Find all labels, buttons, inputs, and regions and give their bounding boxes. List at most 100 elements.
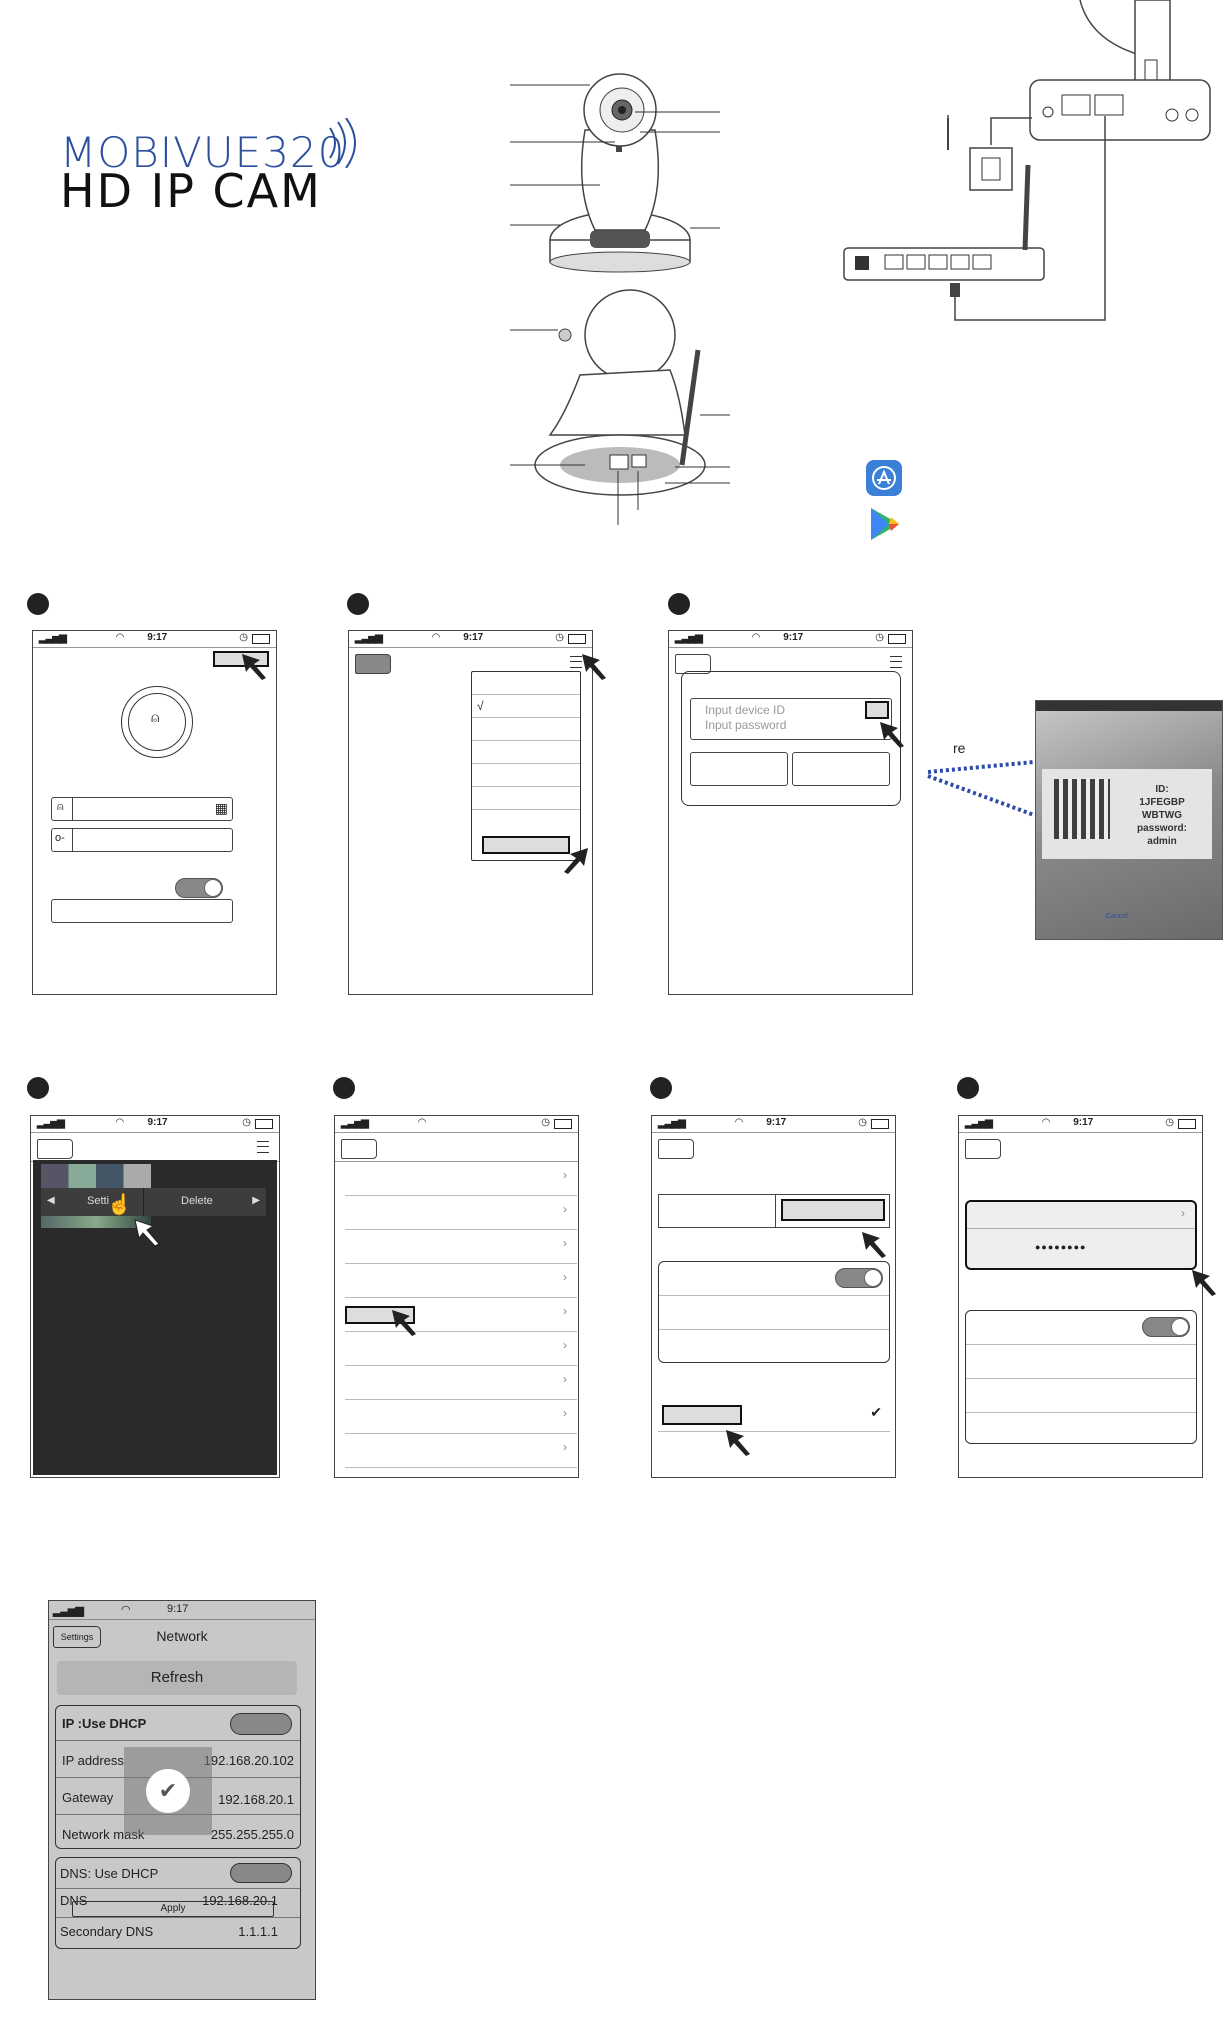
- back-button[interactable]: Settings: [53, 1626, 101, 1648]
- menu-icon[interactable]: [257, 1141, 269, 1153]
- network-screen: ▂▃▅▆ ◠ 9:17 Settings Network Refresh IP …: [48, 1600, 316, 2000]
- page-title: Network: [156, 1628, 208, 1644]
- dns-group: DNS: Use DHCP DNS 192.168.20.1 Apply Sec…: [55, 1857, 301, 1949]
- password-input[interactable]: Input password: [705, 718, 787, 732]
- wifi-icon: ◠: [115, 1117, 125, 1128]
- wifi-icon: ◠: [1041, 1117, 1051, 1128]
- signal-icon: ▂▃▅▆: [965, 1118, 993, 1129]
- avatar: ⍝: [121, 686, 193, 758]
- network-settings-item[interactable]: ›: [345, 1298, 577, 1332]
- battery-icon: [255, 1119, 273, 1129]
- device-form: Input device ID Input password: [681, 671, 901, 806]
- app-store-icon[interactable]: [866, 460, 902, 496]
- alarm-icon: ◷: [541, 1117, 550, 1128]
- menu-screen: ▂▃▅▆ ◠ 9:17 ◷ √: [348, 630, 593, 995]
- qr-cancel[interactable]: Cancel: [1106, 913, 1128, 920]
- status-time: 9:17: [783, 632, 804, 643]
- network-item[interactable]: ✔: [658, 1401, 890, 1432]
- segment-left[interactable]: [659, 1195, 776, 1227]
- back-button[interactable]: [675, 654, 711, 674]
- add-camera-item[interactable]: [482, 836, 570, 854]
- wifi-options-group: [658, 1261, 890, 1363]
- wifi-toggle[interactable]: [835, 1268, 883, 1288]
- gateway-value[interactable]: 192.168.20.1: [218, 1792, 294, 1807]
- ip-address-label: IP address: [62, 1753, 124, 1768]
- secondary-dns-value[interactable]: 1.1.1.1: [238, 1924, 278, 1939]
- dns-value[interactable]: 192.168.20.1: [202, 1893, 278, 1908]
- battery-icon: [554, 1119, 572, 1129]
- qr-code-icon[interactable]: ▦: [214, 800, 228, 816]
- wifi-icon: ◠: [115, 632, 125, 643]
- login-screen: ▂▃▅▆ ◠ 9:17 ◷ ⍝ ⍝ ▦ o-: [32, 630, 277, 995]
- signal-icon: ▂▃▅▆: [658, 1118, 686, 1129]
- network-list: ✔: [658, 1401, 890, 1462]
- user-icon: ⍝: [151, 709, 160, 725]
- dropdown-menu: √: [471, 671, 581, 861]
- qr-password-label: password:: [1136, 823, 1187, 834]
- secondary-dns-label: Secondary DNS: [60, 1924, 154, 1939]
- status-bar: ▂▃▅▆ ◠ 9:17 ◷: [669, 631, 912, 648]
- wifi-password-field[interactable]: › ●●●●●●●●: [965, 1200, 1197, 1270]
- dotted-connector: [927, 760, 1035, 817]
- pointer-arrow-icon: [564, 848, 588, 874]
- back-button[interactable]: [355, 654, 391, 674]
- nav-bar: Settings Network: [49, 1620, 315, 1654]
- scan-qr-button[interactable]: [865, 701, 889, 719]
- back-button[interactable]: [37, 1139, 73, 1159]
- status-time: 9:17: [167, 1603, 189, 1615]
- step-marker: [27, 1077, 49, 1099]
- cancel-button[interactable]: [690, 752, 788, 786]
- wifi-icon: ◠: [751, 632, 761, 643]
- device-id-input[interactable]: Input device ID: [705, 703, 786, 717]
- mask-value[interactable]: 255.255.255.0: [210, 1827, 294, 1842]
- step-marker: [27, 593, 49, 615]
- success-check-icon: ✔: [146, 1769, 190, 1813]
- back-button[interactable]: [658, 1139, 694, 1159]
- apply-button[interactable]: Apply: [72, 1901, 274, 1917]
- google-play-icon[interactable]: [869, 506, 901, 542]
- password-field[interactable]: o-: [51, 828, 233, 852]
- delete-button[interactable]: Delete: [181, 1195, 213, 1207]
- segment-right[interactable]: [781, 1199, 885, 1221]
- step-marker: [347, 593, 369, 615]
- dns-dhcp-toggle[interactable]: [230, 1863, 292, 1883]
- alarm-icon: ◷: [242, 1117, 251, 1128]
- camera-thumbnail[interactable]: [41, 1164, 151, 1190]
- wifi-icon: ◠: [121, 1604, 131, 1616]
- status-bar: ▂▃▅▆ ◠ 9:17: [49, 1601, 315, 1620]
- action-bar: ◀ Setti Delete ▶: [41, 1188, 266, 1216]
- menu-icon[interactable]: [570, 656, 582, 668]
- option-toggle[interactable]: [1142, 1317, 1190, 1337]
- setting-button[interactable]: Setti: [87, 1195, 110, 1207]
- ok-button[interactable]: [792, 752, 890, 786]
- remember-toggle[interactable]: [175, 878, 223, 898]
- menu-icon[interactable]: [890, 656, 902, 668]
- checkmark-icon: √: [477, 699, 484, 713]
- checkmark-icon: ✔: [870, 1404, 882, 1420]
- status-bar: ▂▃▅▆ ◠ 9:17 ◷: [31, 1116, 279, 1133]
- mask-label: Network mask: [62, 1827, 145, 1842]
- wifi-password-screen: ▂▃▅▆ ◠ 9:17 ◷ › ●●●●●●●●: [958, 1115, 1203, 1478]
- dns-dhcp-label: DNS: Use DHCP: [60, 1866, 159, 1881]
- login-button[interactable]: [51, 899, 233, 923]
- ip-dhcp-toggle[interactable]: [230, 1713, 292, 1735]
- back-button[interactable]: [965, 1139, 1001, 1159]
- right-arrow-icon[interactable]: ▶: [252, 1195, 260, 1206]
- qr-id-value2: WBTWG: [1142, 810, 1182, 821]
- alarm-icon: ◷: [239, 632, 248, 643]
- battery-icon: [1178, 1119, 1196, 1129]
- dns-label: DNS: [60, 1893, 88, 1908]
- back-button[interactable]: [341, 1139, 377, 1159]
- camera-list-screen: ▂▃▅▆ ◠ 9:17 ◷ ◀ Setti Delete ▶ ☝: [30, 1115, 280, 1478]
- status-bar: ▂▃▅▆ ◠ 9:17 ◷: [652, 1116, 895, 1133]
- left-arrow-icon[interactable]: ◀: [47, 1195, 55, 1206]
- ip-address-value[interactable]: 192.168.20.102: [203, 1753, 294, 1768]
- device-id-field[interactable]: ⍝ ▦: [51, 797, 233, 821]
- status-bar: ▂▃▅▆ ◠ 9:17 ◷: [33, 631, 276, 648]
- status-time: 9:17: [147, 1117, 168, 1128]
- wifi-icon: ◠: [734, 1117, 744, 1128]
- pointer-arrow-icon: [134, 1219, 160, 1247]
- camera-list: ◀ Setti Delete ▶ ☝: [33, 1160, 277, 1475]
- qr-code-icon: [1054, 779, 1110, 839]
- refresh-button[interactable]: Refresh: [57, 1661, 297, 1695]
